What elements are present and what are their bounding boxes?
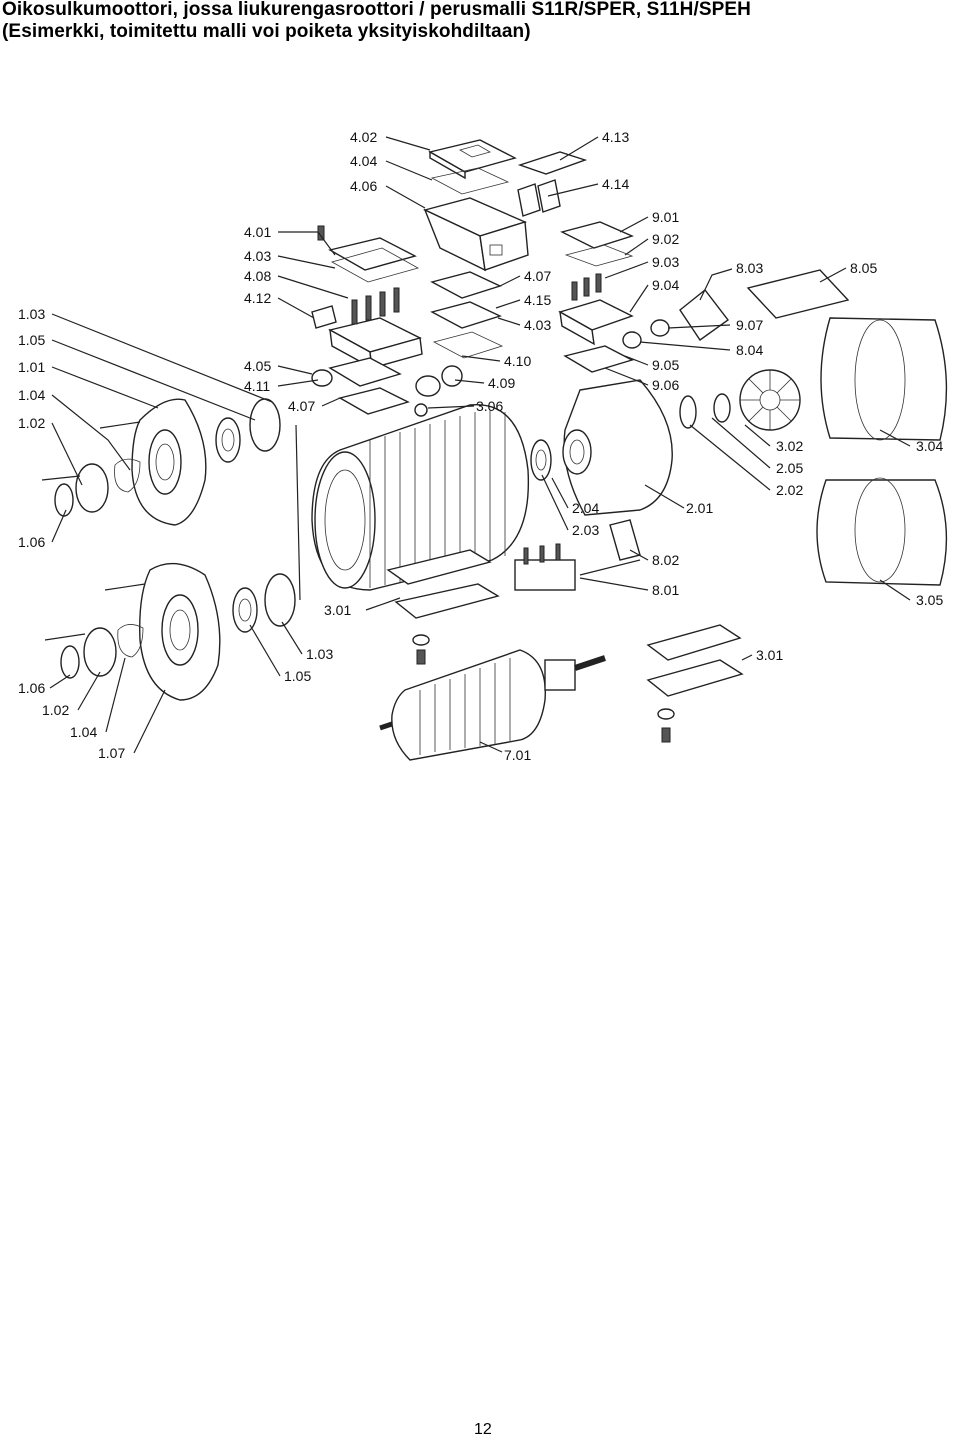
label-4-02: 4.02 bbox=[350, 129, 377, 145]
end-shield-de-upper bbox=[41, 398, 281, 526]
label-4-08: 4.08 bbox=[244, 268, 271, 284]
left-terminal-plate bbox=[317, 225, 420, 283]
fan bbox=[739, 369, 801, 431]
label-3-06: 3.06 bbox=[476, 398, 503, 414]
slip-ring-terminal-box bbox=[558, 221, 670, 373]
label-3-04: 3.04 bbox=[916, 438, 943, 454]
label-9-01: 9.01 bbox=[652, 209, 679, 225]
bearing-nde bbox=[530, 393, 731, 481]
stator-feet bbox=[386, 549, 500, 665]
label-8-05: 8.05 bbox=[850, 260, 877, 276]
label-1-02-low: 1.02 bbox=[42, 702, 69, 718]
page-subtitle: (Esimerkki, toimitettu malli voi poiketa… bbox=[2, 21, 531, 42]
label-3-05: 3.05 bbox=[916, 592, 943, 608]
brush-holder-assembly bbox=[514, 519, 641, 591]
side-cable-glands bbox=[311, 365, 463, 417]
label-4-07-top: 4.07 bbox=[524, 268, 551, 284]
label-1-04-top: 1.04 bbox=[18, 387, 45, 403]
label-9-02: 9.02 bbox=[652, 231, 679, 247]
rotor-feet bbox=[646, 624, 744, 743]
label-1-07: 1.07 bbox=[98, 745, 125, 761]
label-9-03: 9.03 bbox=[652, 254, 679, 270]
label-7-01: 7.01 bbox=[504, 747, 531, 763]
terminal-box-frame bbox=[422, 197, 529, 272]
label-3-01-low: 3.01 bbox=[756, 647, 783, 663]
label-4-03-top: 4.03 bbox=[244, 248, 271, 264]
page-title: Oikosulkumoottori, jossa liukurengasroot… bbox=[2, 0, 752, 20]
fan-cover-top bbox=[679, 269, 948, 441]
stator-frame bbox=[311, 404, 530, 591]
label-8-04: 8.04 bbox=[736, 342, 763, 358]
label-8-01: 8.01 bbox=[652, 582, 679, 598]
label-1-01: 1.01 bbox=[18, 359, 45, 375]
label-8-02: 8.02 bbox=[652, 552, 679, 568]
terminal-box-inserts bbox=[328, 271, 504, 415]
label-4-01: 4.01 bbox=[244, 224, 271, 240]
label-1-03-low: 1.03 bbox=[306, 646, 333, 662]
end-shield-nde bbox=[562, 379, 673, 516]
label-4-03-mid: 4.03 bbox=[524, 317, 551, 333]
label-4-10: 4.10 bbox=[504, 353, 531, 369]
label-4-06: 4.06 bbox=[350, 178, 377, 194]
label-4-07-low: 4.07 bbox=[288, 398, 315, 414]
label-4-05: 4.05 bbox=[244, 358, 271, 374]
label-9-04: 9.04 bbox=[652, 277, 679, 293]
terminal-box-cover bbox=[428, 139, 517, 180]
part-labels: 4.02 4.04 4.06 4.13 4.14 4.01 4.03 4.08 … bbox=[18, 129, 943, 763]
label-2-05: 2.05 bbox=[776, 460, 803, 476]
leader-lines bbox=[49, 136, 911, 754]
label-2-04: 2.04 bbox=[572, 500, 599, 516]
label-9-07: 9.07 bbox=[736, 317, 763, 333]
label-8-03: 8.03 bbox=[736, 260, 763, 276]
label-4-04: 4.04 bbox=[350, 153, 377, 169]
label-2-02: 2.02 bbox=[776, 482, 803, 498]
label-9-05: 9.05 bbox=[652, 357, 679, 373]
label-1-05-top: 1.05 bbox=[18, 332, 45, 348]
label-3-01-mid: 3.01 bbox=[324, 602, 351, 618]
page-number: 12 bbox=[474, 1421, 492, 1438]
label-9-06: 9.06 bbox=[652, 377, 679, 393]
label-1-03-top: 1.03 bbox=[18, 306, 45, 322]
label-2-01: 2.01 bbox=[686, 500, 713, 516]
fan-cover-bottom bbox=[816, 477, 948, 586]
label-1-04-low: 1.04 bbox=[70, 724, 97, 740]
label-2-03: 2.03 bbox=[572, 522, 599, 538]
label-4-15: 4.15 bbox=[524, 292, 551, 308]
label-1-06-top: 1.06 bbox=[18, 534, 45, 550]
terminal-board bbox=[311, 287, 423, 370]
label-4-14: 4.14 bbox=[602, 176, 629, 192]
rotor bbox=[379, 649, 606, 761]
terminal-box-gasket bbox=[430, 167, 510, 195]
label-4-11: 4.11 bbox=[244, 378, 270, 394]
label-4-09: 4.09 bbox=[488, 375, 515, 391]
end-shield-de-lower bbox=[44, 562, 296, 701]
label-1-02-top: 1.02 bbox=[18, 415, 45, 431]
label-4-12: 4.12 bbox=[244, 290, 271, 306]
label-3-02: 3.02 bbox=[776, 438, 803, 454]
cable-glands-top bbox=[517, 151, 588, 217]
label-4-13: 4.13 bbox=[602, 129, 629, 145]
label-1-06-low: 1.06 bbox=[18, 680, 45, 696]
label-1-05-low: 1.05 bbox=[284, 668, 311, 684]
